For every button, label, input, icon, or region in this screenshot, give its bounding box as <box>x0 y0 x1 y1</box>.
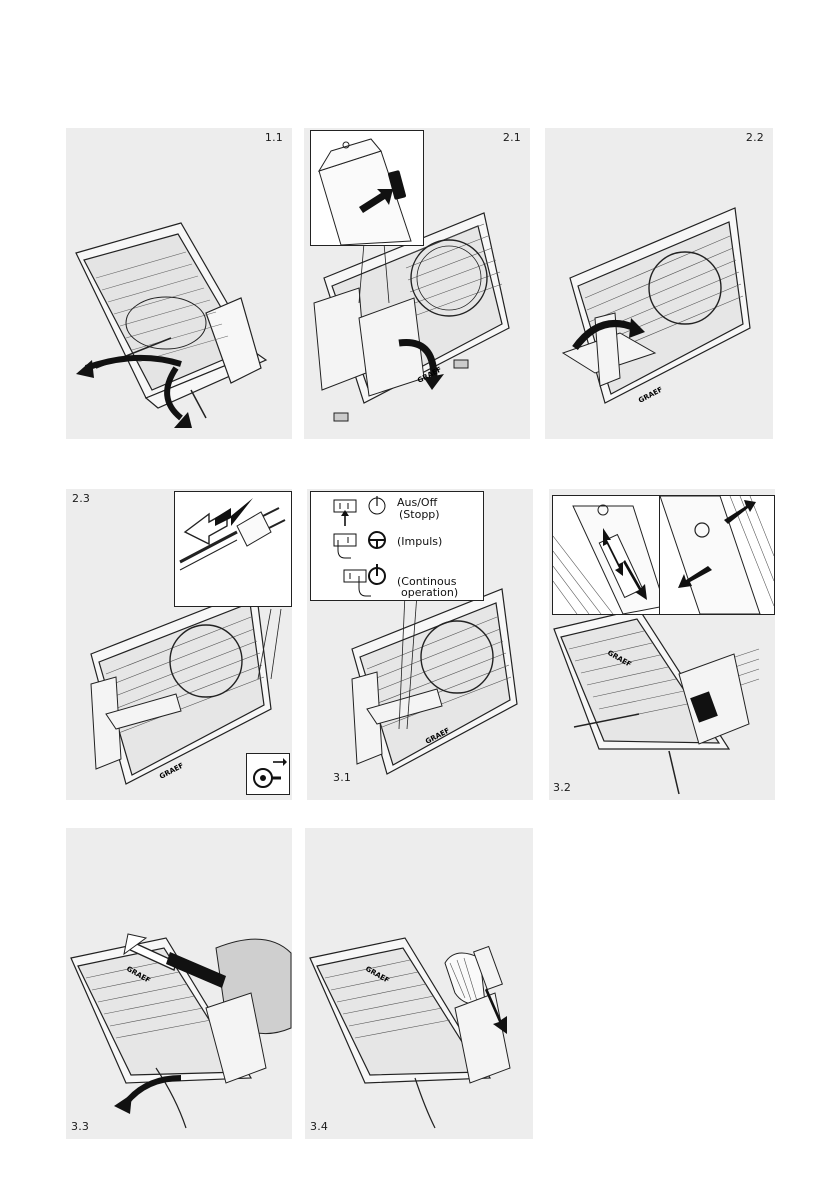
figure-2-1: 2.1 GRAEF <box>304 128 530 439</box>
carriage-lock-detail <box>311 131 423 245</box>
switch-continuous-sublabel: operation) <box>401 587 458 598</box>
figure-3-3: 3.3 GRAEF <box>66 828 292 1139</box>
inset-thickness-scale <box>659 495 775 615</box>
slicer-food-holder-illustration: GRAEF <box>305 828 533 1139</box>
inset-plug-connect <box>174 491 292 607</box>
figure-3-4: 3.4 GRAEF <box>305 828 533 1139</box>
figure-2-2: 2.2 GRAEF <box>545 128 773 439</box>
slicer-folded-illustration <box>66 128 292 439</box>
inset-carriage-lock <box>310 130 424 246</box>
switch-off-label: Aus/Off <box>397 497 437 508</box>
power-socket-icon <box>246 753 290 795</box>
switch-off-sublabel: (Stopp) <box>399 509 440 520</box>
brand-text: GRAEF <box>637 385 664 404</box>
slicer-rest-plate-illustration: GRAEF <box>545 128 773 439</box>
figure-3-1: 3.1 GRAEF <box>307 489 533 800</box>
switch-legend: Aus/Off (Stopp) (Impuls) (Continous oper… <box>310 491 484 601</box>
slicer-slicing-illustration: GRAEF <box>66 828 292 1139</box>
figure-3-2: 3.2 GRAEF <box>549 489 775 800</box>
figure-1-1: 1.1 <box>66 128 292 439</box>
switch-impulse-label: (Impuls) <box>397 536 442 547</box>
figure-2-3: 2.3 GRAEF <box>66 489 292 800</box>
inset-thickness-knob <box>552 495 666 615</box>
plug-detail <box>175 492 291 606</box>
